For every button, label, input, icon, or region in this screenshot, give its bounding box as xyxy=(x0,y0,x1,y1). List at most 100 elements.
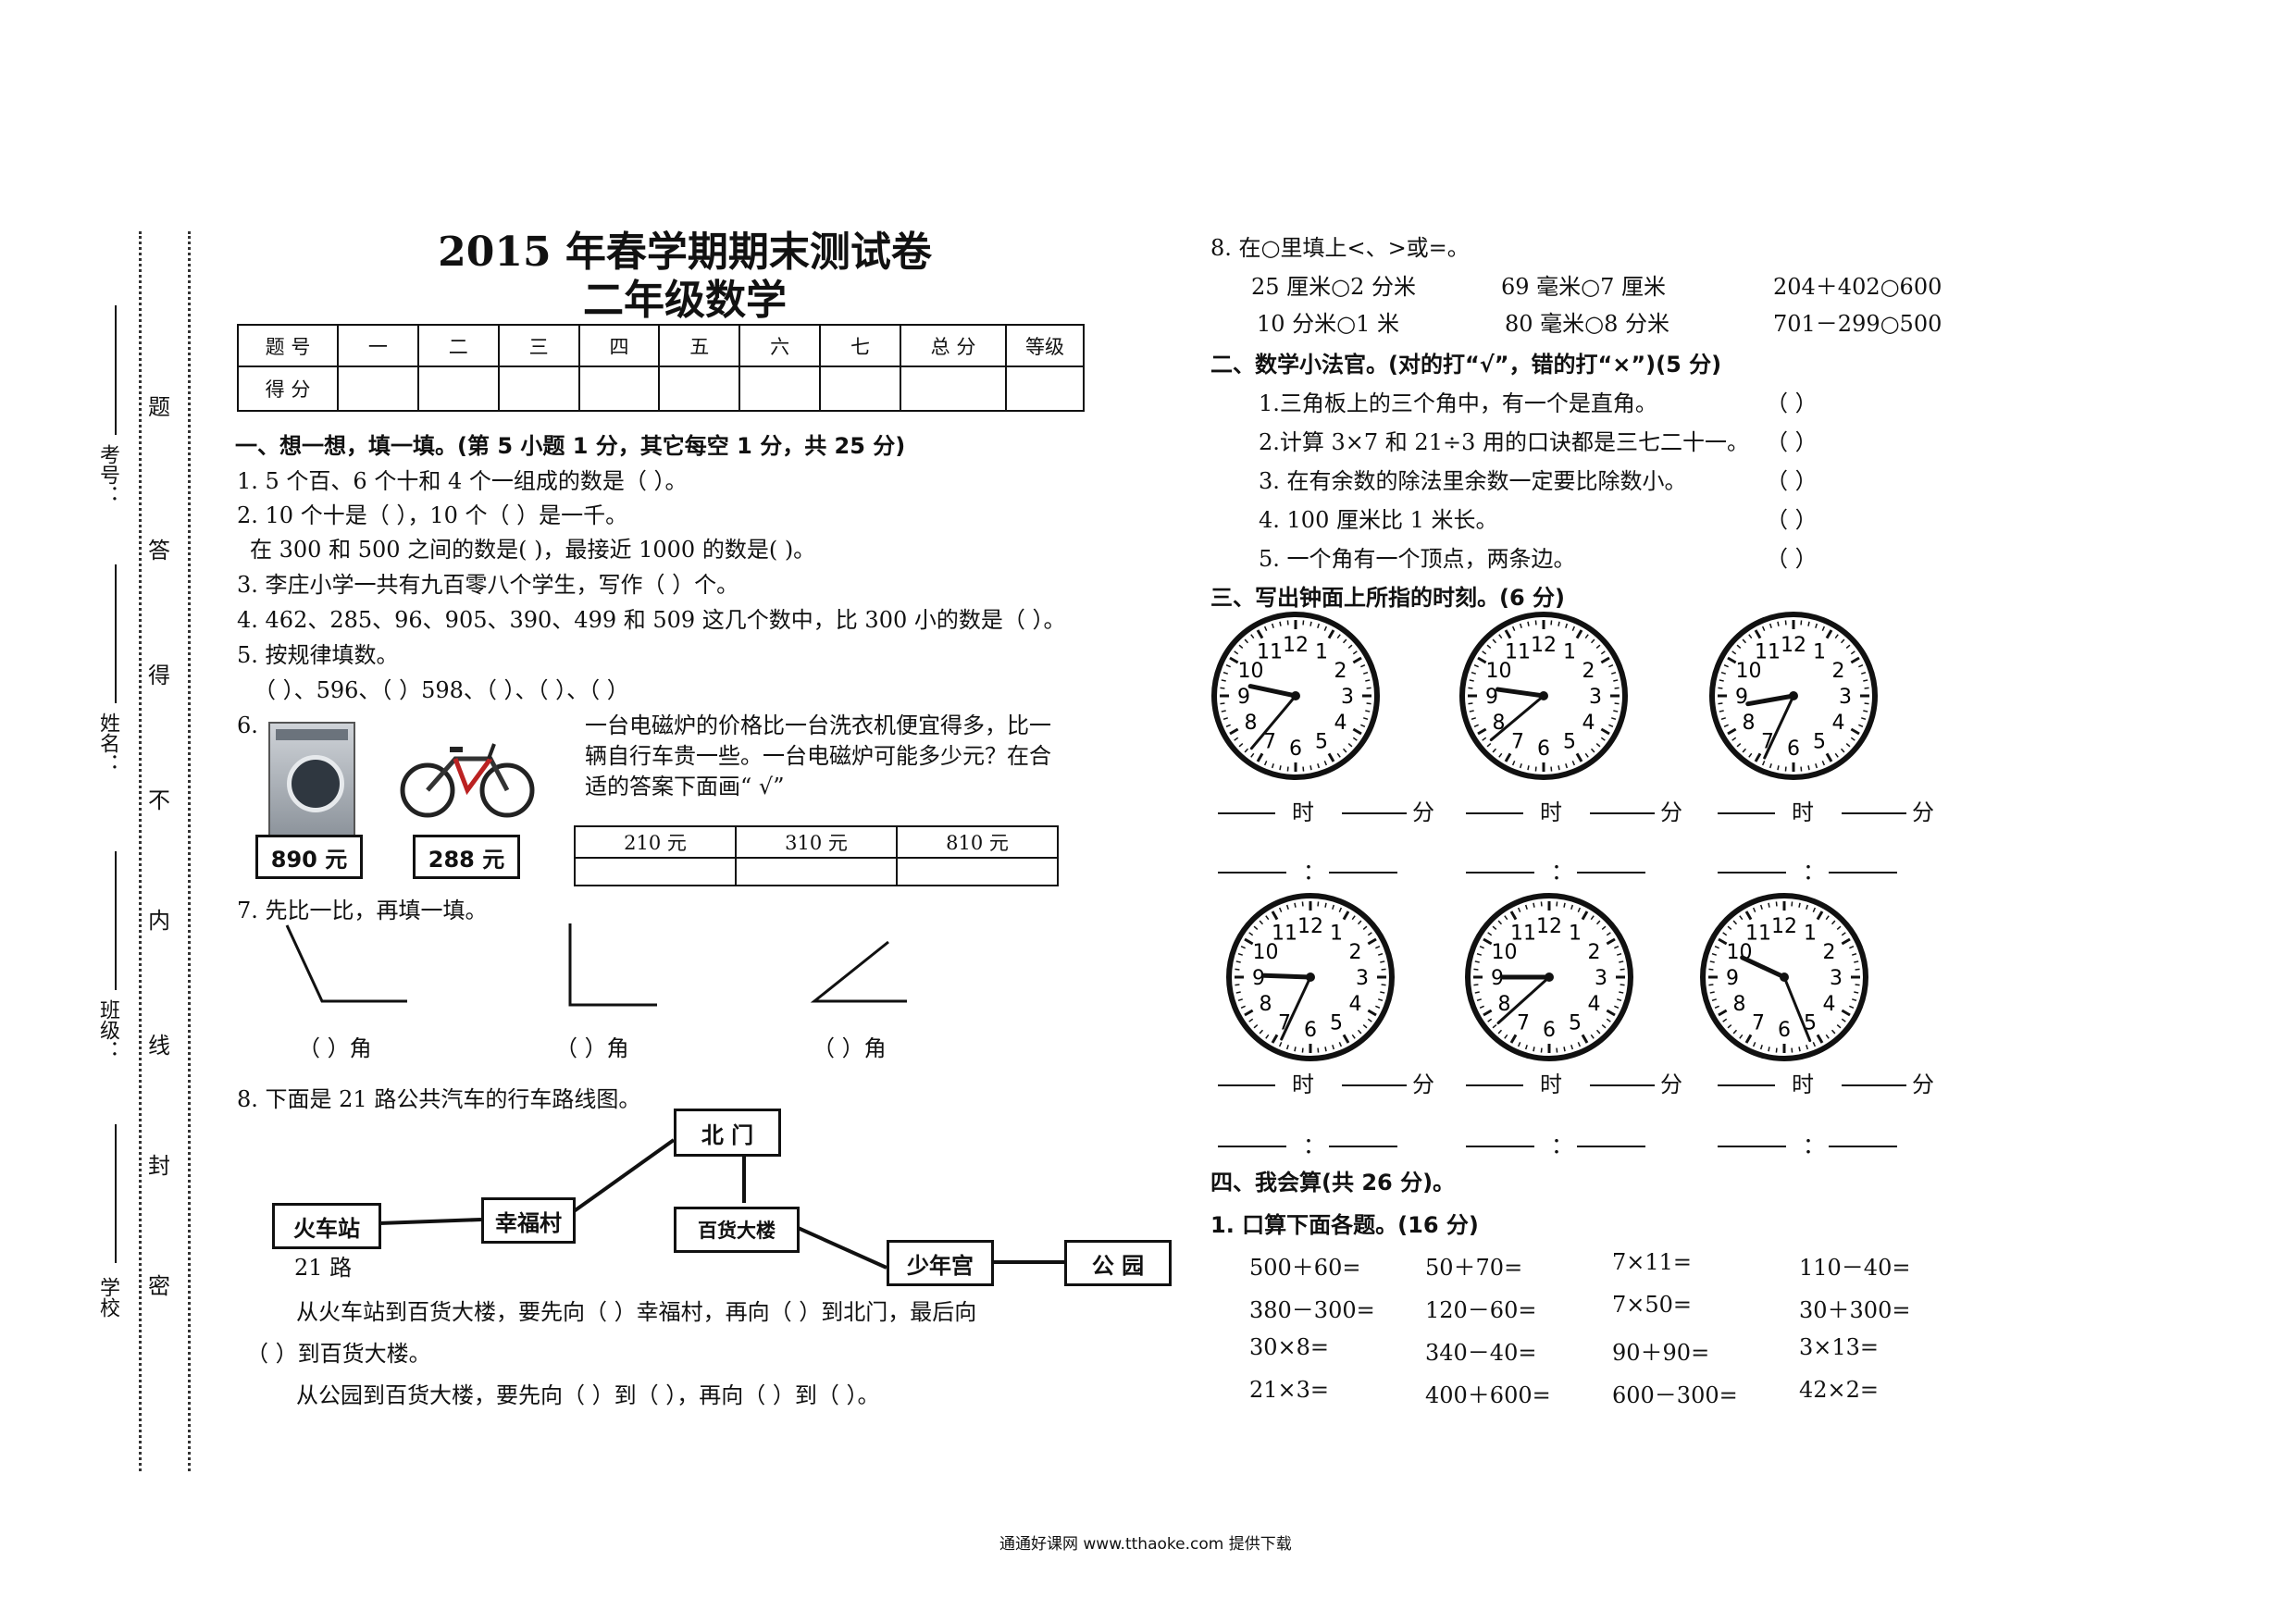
clock-hand xyxy=(1740,955,1787,980)
part2-heading: 二、数学小法官。(对的打“√”，错的打“×”)(5 分) xyxy=(1210,352,1722,378)
digital-hour-blank[interactable] xyxy=(1218,853,1286,879)
score-header: 二 xyxy=(416,324,500,367)
calc-item: 380－300= xyxy=(1249,1297,1375,1323)
clock-numeral: 11 xyxy=(1755,641,1781,664)
minute-blank[interactable] xyxy=(1590,1066,1655,1092)
clock-numeral: 6 xyxy=(1289,737,1302,761)
score-header: 五 xyxy=(658,324,741,367)
minute-blank[interactable] xyxy=(1342,794,1407,820)
clock-numeral: 9 xyxy=(1491,967,1504,990)
school-blank[interactable] xyxy=(115,1124,117,1263)
exam-number-label: 考号： xyxy=(96,444,119,505)
hour-label: 时 xyxy=(1792,1072,1814,1097)
judge-answer[interactable]: （ ） xyxy=(1766,507,1818,533)
judge-item: 1.三角板上的三个角中，有一个是直角。 xyxy=(1259,390,1657,416)
digital-minute-blank[interactable] xyxy=(1829,1127,1897,1153)
q3: 3. 李庄小学一共有九百零八个学生，写作（ ）个。 xyxy=(237,572,739,598)
price-check-cell[interactable] xyxy=(574,857,737,886)
score-header: 四 xyxy=(577,324,661,367)
clock-numeral: 1 xyxy=(1569,923,1582,946)
price-check-cell[interactable] xyxy=(896,857,1059,886)
q5-sequence: （ ）、596、（ ）598、（ ）、（ ）、（ ） xyxy=(254,677,629,703)
clock-numeral: 3 xyxy=(1839,686,1852,709)
clock-numeral: 12 xyxy=(1771,915,1797,938)
clock-numeral: 12 xyxy=(1283,634,1309,657)
angle-answer: （ ）角 xyxy=(813,1035,887,1061)
score-cell[interactable] xyxy=(497,365,580,412)
calc-item: 110－40= xyxy=(1799,1255,1911,1281)
judge-answer[interactable]: （ ） xyxy=(1766,468,1818,494)
score-cell[interactable] xyxy=(577,365,661,412)
hour-label: 时 xyxy=(1292,799,1314,825)
q8-line: 从火车站到百货大楼，要先向（ ）幸福村，再向（ ）到北门，最后向 xyxy=(296,1299,977,1325)
clock-numeral: 11 xyxy=(1257,641,1283,664)
score-cell[interactable] xyxy=(416,365,500,412)
clock-numeral: 3 xyxy=(1595,967,1607,990)
hour-blank[interactable] xyxy=(1218,794,1275,820)
q6-text-line: 辆自行车贵一些。一台电磁炉可能多少元？在合 xyxy=(585,743,1051,769)
hour-blank[interactable] xyxy=(1718,1066,1775,1092)
exam-number-blank[interactable] xyxy=(115,305,117,435)
score-header: 三 xyxy=(497,324,580,367)
judge-item: 5. 一个角有一个顶点，两条边。 xyxy=(1259,546,1576,572)
clock-numeral: 8 xyxy=(1498,993,1511,1016)
score-cell[interactable] xyxy=(337,365,419,412)
digital-minute-blank[interactable] xyxy=(1329,1127,1397,1153)
clock-numeral: 12 xyxy=(1531,634,1557,657)
clock-numeral: 11 xyxy=(1510,923,1536,946)
class-blank[interactable] xyxy=(115,851,117,990)
clock-numeral: 12 xyxy=(1297,915,1323,938)
digital-minute-blank[interactable] xyxy=(1577,1127,1645,1153)
price-options-table: 210 元 310 元 810 元 xyxy=(574,825,1059,886)
clock-numeral: 10 xyxy=(1238,660,1264,683)
hour-blank[interactable] xyxy=(1466,1066,1523,1092)
clock-numeral: 4 xyxy=(1831,712,1844,735)
score-cell[interactable] xyxy=(900,365,1007,412)
margin-char: 内 xyxy=(148,908,170,934)
q4: 4. 462、285、96、905、390、499 和 509 这几个数中，比 … xyxy=(237,607,1066,633)
colon: ： xyxy=(1803,1133,1825,1158)
clock-numeral: 12 xyxy=(1536,915,1562,938)
clock-numeral: 2 xyxy=(1822,941,1835,964)
clock-numeral: 6 xyxy=(1537,737,1550,761)
clock-numeral: 11 xyxy=(1745,923,1771,946)
hour-blank[interactable] xyxy=(1718,794,1775,820)
minute-label: 分 xyxy=(1660,1072,1682,1097)
digital-hour-blank[interactable] xyxy=(1466,853,1534,879)
digital-hour-blank[interactable] xyxy=(1718,1127,1786,1153)
digital-hour-blank[interactable] xyxy=(1466,1127,1534,1153)
score-cell[interactable] xyxy=(1005,365,1085,412)
margin-char: 答 xyxy=(148,538,170,564)
digital-hour-blank[interactable] xyxy=(1218,1127,1286,1153)
minute-blank[interactable] xyxy=(1842,794,1906,820)
clock-hand xyxy=(1247,684,1298,699)
judge-answer[interactable]: （ ） xyxy=(1766,429,1818,455)
price-option: 210 元 xyxy=(574,825,737,859)
digital-minute-blank[interactable] xyxy=(1329,853,1397,879)
digital-minute-blank[interactable] xyxy=(1829,853,1897,879)
clock-numeral: 2 xyxy=(1334,660,1347,683)
judge-answer[interactable]: （ ） xyxy=(1766,546,1818,572)
hour-blank[interactable] xyxy=(1466,794,1523,820)
digital-hour-blank[interactable] xyxy=(1718,853,1786,879)
judge-item: 3. 在有余数的除法里余数一定要比除数小。 xyxy=(1259,468,1687,494)
calc-item: 21×3= xyxy=(1249,1377,1330,1403)
score-cell[interactable] xyxy=(819,365,901,412)
digital-minute-blank[interactable] xyxy=(1577,853,1645,879)
minute-blank[interactable] xyxy=(1342,1066,1407,1092)
q8: 8. 下面是 21 路公共汽车的行车路线图。 xyxy=(237,1086,641,1112)
binding-line-inner xyxy=(188,231,191,1471)
minute-blank[interactable] xyxy=(1842,1066,1906,1092)
name-blank[interactable] xyxy=(115,564,117,703)
stop-train-station: 火车站 xyxy=(272,1203,381,1249)
minute-blank[interactable] xyxy=(1590,794,1655,820)
score-cell[interactable] xyxy=(738,365,822,412)
judge-answer[interactable]: （ ） xyxy=(1766,390,1818,416)
clock-numeral: 10 xyxy=(1492,941,1518,964)
hour-blank[interactable] xyxy=(1218,1066,1275,1092)
colon: ： xyxy=(1303,859,1325,885)
price-check-cell[interactable] xyxy=(735,857,898,886)
clock-hand xyxy=(1745,693,1796,707)
clock-numeral: 6 xyxy=(1787,737,1800,761)
score-cell[interactable] xyxy=(658,365,741,412)
